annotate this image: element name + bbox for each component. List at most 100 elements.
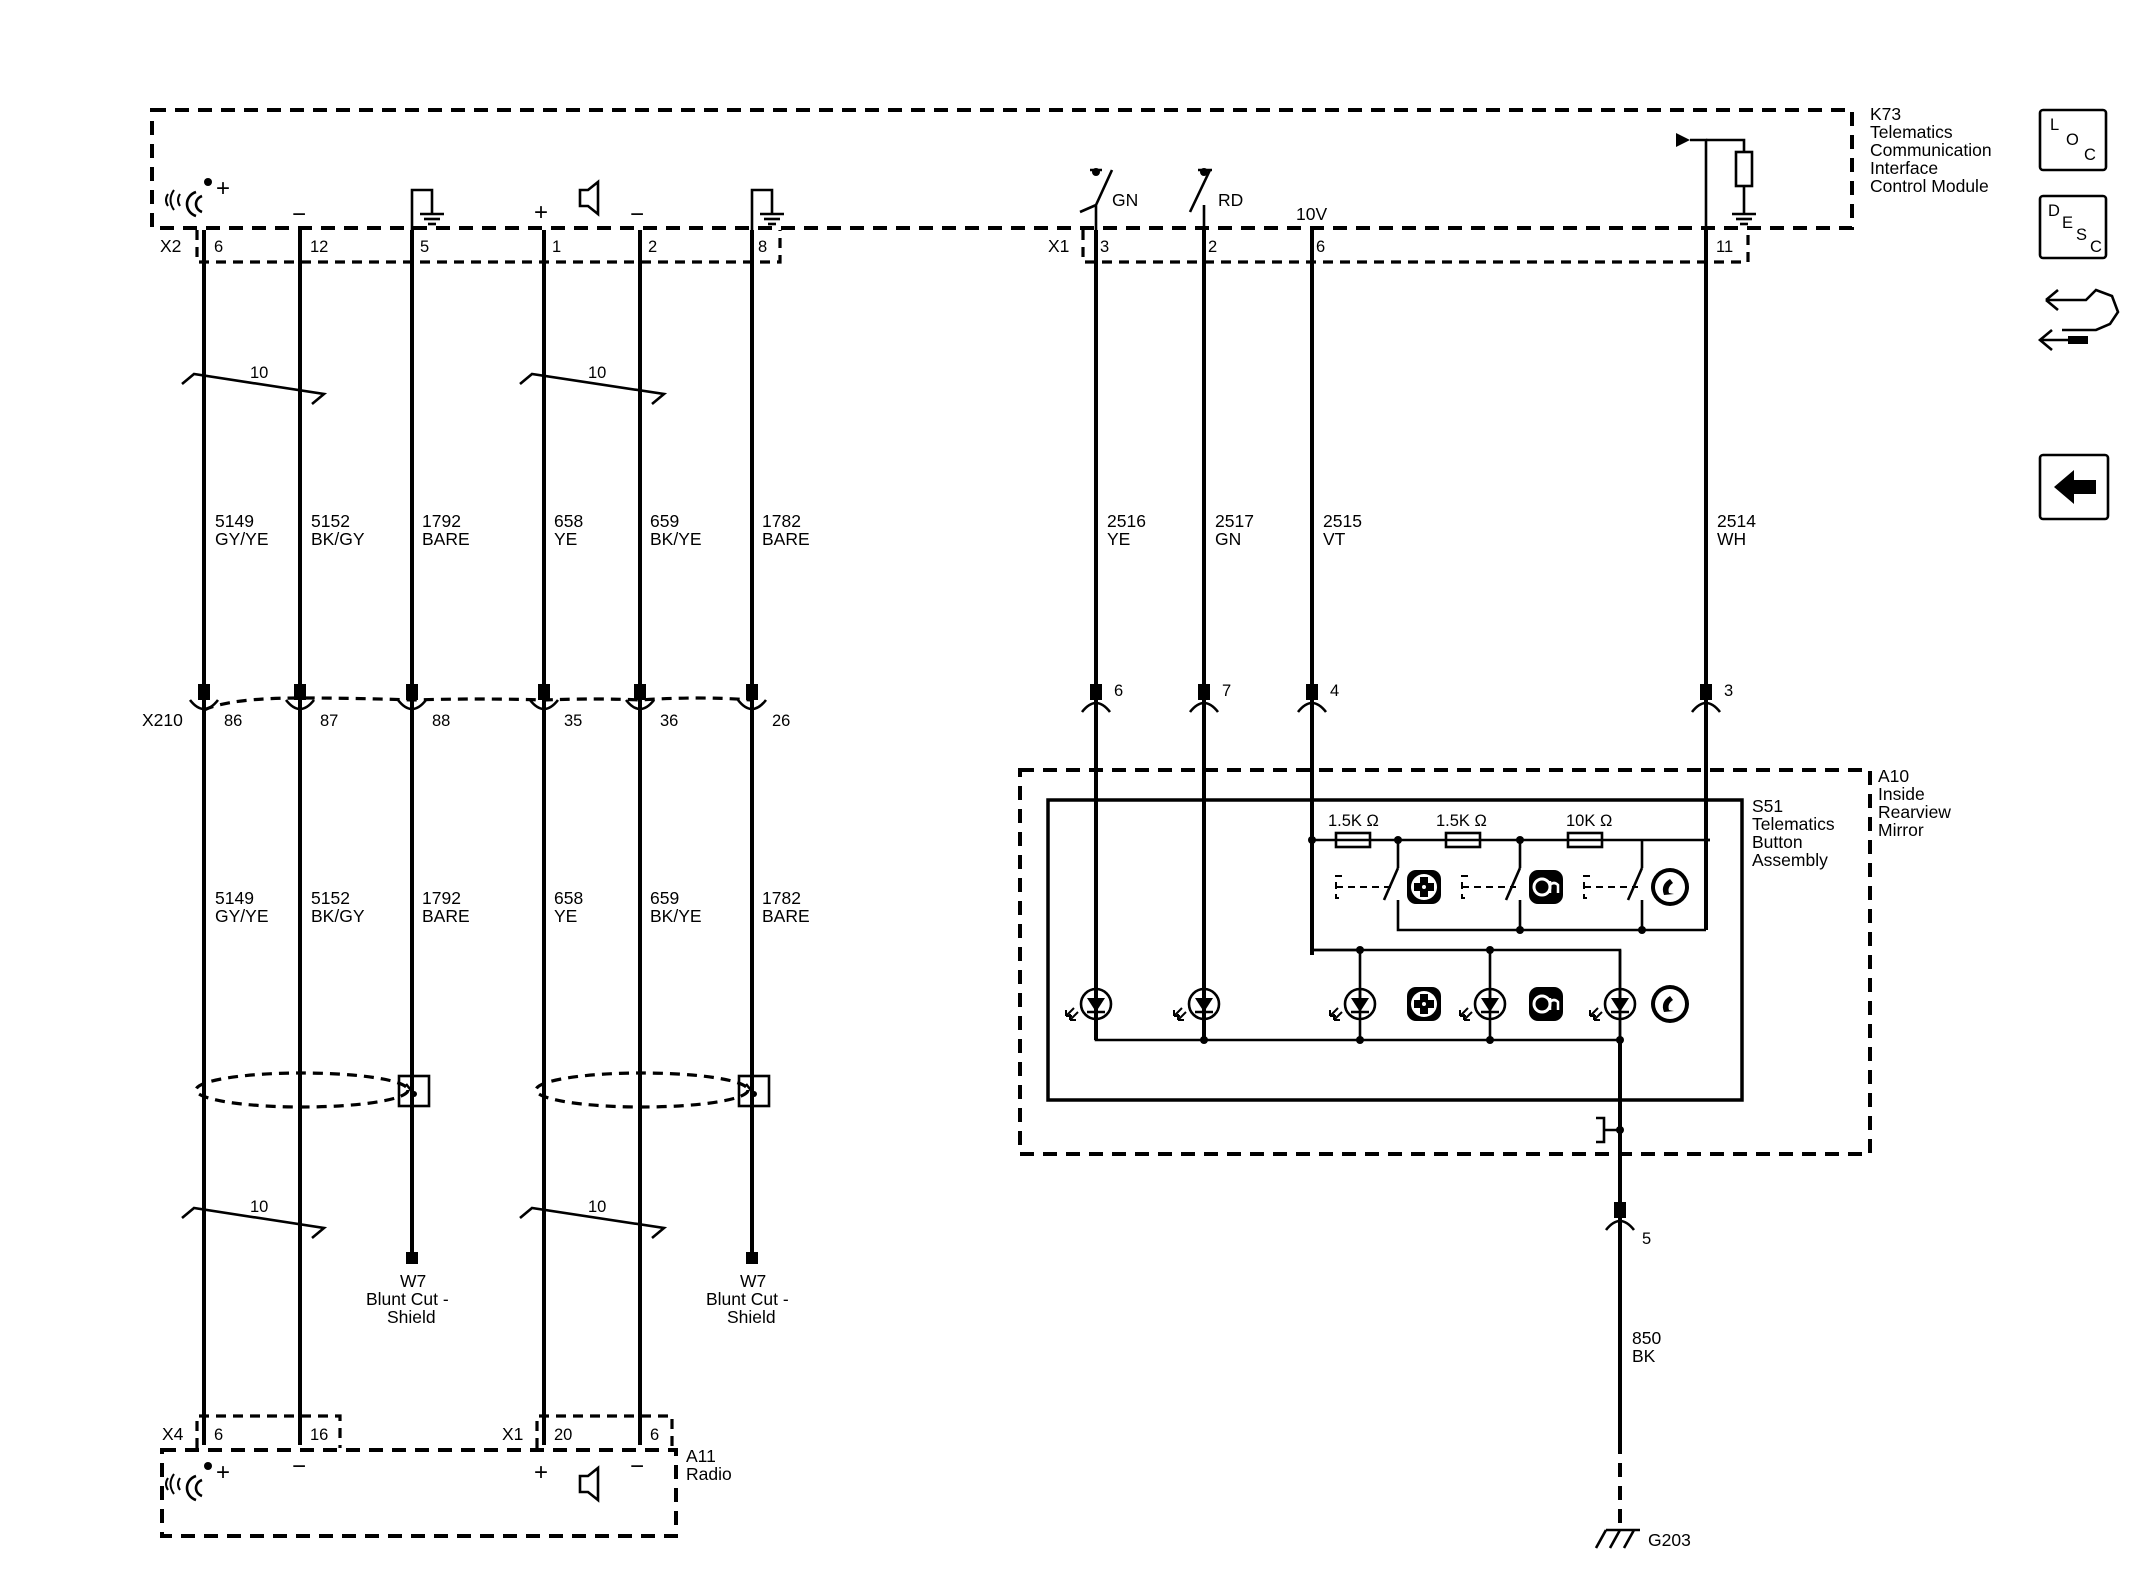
a10-label-line: Rearview	[1878, 802, 1951, 822]
wire-circuit: 1792	[422, 511, 461, 531]
mirror-pin: 6	[1114, 682, 1123, 700]
k73-x2-pin: 2	[648, 238, 657, 256]
location-button-letter: C	[2084, 146, 2096, 164]
ground-icon	[1730, 198, 1758, 226]
wire-circuit: 5152	[311, 511, 350, 531]
shield-name: W7	[740, 1271, 766, 1291]
a11-x1-pin: 6	[650, 1426, 659, 1444]
k73-module: K73 Telematics Communication Interface C…	[150, 104, 1992, 264]
wire-circuit: 659	[650, 511, 679, 531]
ground-wire-circuit: 850	[1632, 1328, 1661, 1348]
speaker-minus-label: −	[630, 201, 644, 228]
wire-circuit: 5152	[311, 888, 350, 908]
wire-label: 5149 GY/YE 5152 BK/GY 1792 BARE 658 YE 6…	[215, 888, 810, 926]
mic-plus-label: +	[216, 175, 230, 202]
wire-circuit: 659	[650, 888, 679, 908]
x210-pin: 26	[772, 712, 790, 730]
wire-color: YE	[554, 529, 577, 549]
k73-x2-pin: 1	[552, 238, 561, 256]
k73-label-line: Interface	[1870, 158, 1938, 178]
k73-label: K73 Telematics Communication Interface C…	[1870, 104, 1992, 196]
emergency-cross-icon	[1407, 870, 1441, 904]
ground-wire-color: BK	[1632, 1346, 1656, 1366]
left-wire-bundle: 10 10 10 10 5149 GY/YE 5152 BK/GY 1792 B…	[142, 230, 810, 1445]
wire-color: WH	[1717, 529, 1746, 549]
speaker-plus-label: +	[534, 1459, 548, 1486]
wire-color: GN	[1215, 529, 1241, 549]
location-button[interactable]: L O C	[2038, 108, 2108, 172]
speaker-minus-label: −	[630, 1453, 644, 1480]
mirror-ground-pin: 5	[1642, 1230, 1651, 1248]
k73-x2-pin: 8	[758, 238, 767, 256]
switch-rd-label: RD	[1218, 190, 1243, 210]
k73-x1-pin: 2	[1208, 238, 1217, 256]
k73-label-line: Control Module	[1870, 176, 1989, 196]
x210-connector: X210 86 87 88 35 36 26	[142, 684, 790, 730]
a10-label-line: Inside	[1878, 784, 1925, 804]
wire-circuit: 658	[554, 511, 583, 531]
ground-circuit: 5 850 BK G203	[1594, 1202, 1691, 1550]
k73-x2-connector-outline	[195, 230, 782, 264]
s51-label-line: Button	[1752, 832, 1803, 852]
chassis-ground-icon	[1594, 1528, 1640, 1549]
a11-radio-module: X4 6 16 X1 20 6 + − + − A11 Radio	[160, 1414, 732, 1538]
a11-x1-connector-name: X1	[502, 1424, 523, 1444]
phone-icon	[1651, 985, 1689, 1023]
wire-label: 5149 GY/YE 5152 BK/GY 1792 BARE 658 YE 6…	[215, 511, 810, 549]
location-button-letter: L	[2050, 116, 2059, 134]
right-wire-bundle: 6 7 4 3 2516 YE 2517 GN 2515 VT 2514 WH	[1080, 230, 1756, 1040]
mic-plus-label: +	[216, 1459, 230, 1486]
shield-desc: Blunt Cut -	[706, 1289, 789, 1309]
description-button[interactable]: D E S C	[2038, 194, 2108, 260]
speaker-plus-label: +	[534, 199, 548, 226]
wire-color: GY/YE	[215, 906, 269, 926]
k73-x2-connector-name: X2	[160, 236, 181, 256]
ground-icon	[758, 198, 786, 226]
description-button-letter: S	[2076, 226, 2087, 244]
description-button-letter: D	[2048, 202, 2060, 220]
wire-color: BARE	[762, 529, 810, 549]
description-button-letter: C	[2090, 238, 2102, 256]
led-icon	[1588, 987, 1637, 1022]
a10-mirror-module: A10 Inside Rearview Mirror S51 Telematic…	[1018, 766, 1951, 1440]
microphone-icon	[164, 1460, 214, 1502]
wire-color: YE	[1107, 529, 1130, 549]
microphone-icon	[164, 176, 214, 218]
wire-circuit: 1782	[762, 511, 801, 531]
twist-count-label: 10	[588, 364, 606, 382]
wire-color: YE	[554, 906, 577, 926]
k73-label-line: Communication	[1870, 140, 1992, 160]
switch-gn-label: GN	[1112, 190, 1138, 210]
x210-pin: 88	[432, 712, 450, 730]
wire-color: BK/YE	[650, 906, 702, 926]
speaker-icon	[578, 180, 600, 216]
shield-desc: Shield	[387, 1307, 436, 1327]
wire-circuit: 1782	[762, 888, 801, 908]
ground-icon	[418, 198, 446, 226]
resistor-value: 1.5K Ω	[1436, 812, 1487, 830]
wire-label: 2516 YE 2517 GN 2515 VT 2514 WH	[1107, 511, 1756, 549]
connector-swap-icon[interactable]	[2037, 288, 2120, 351]
mirror-pin: 3	[1724, 682, 1733, 700]
x210-connector-name: X210	[142, 710, 183, 730]
wire-circuit: 1792	[422, 888, 461, 908]
back-button[interactable]	[2038, 453, 2110, 521]
wire-color: VT	[1323, 529, 1346, 549]
s51-button-assembly	[1046, 798, 1744, 1102]
k73-x1-pin: 6	[1316, 238, 1325, 256]
k73-x1-connector-outline	[1081, 230, 1750, 264]
x210-pin: 35	[564, 712, 582, 730]
shield-desc: Blunt Cut -	[366, 1289, 449, 1309]
resistor-value: 10K Ω	[1566, 812, 1612, 830]
resistor-value: 1.5K Ω	[1328, 812, 1379, 830]
a10-label-line: A10	[1878, 766, 1909, 786]
mic-minus-label: −	[292, 201, 306, 228]
led-icon	[1328, 987, 1377, 1022]
location-button-letter: O	[2066, 131, 2079, 149]
twist-count-label: 10	[250, 1198, 268, 1216]
onstar-icon	[1527, 868, 1565, 906]
x210-pin: 86	[224, 712, 242, 730]
k73-x1-connector-name: X1	[1048, 236, 1069, 256]
wire-circuit: 2517	[1215, 511, 1254, 531]
k73-label-line: Telematics	[1870, 122, 1953, 142]
